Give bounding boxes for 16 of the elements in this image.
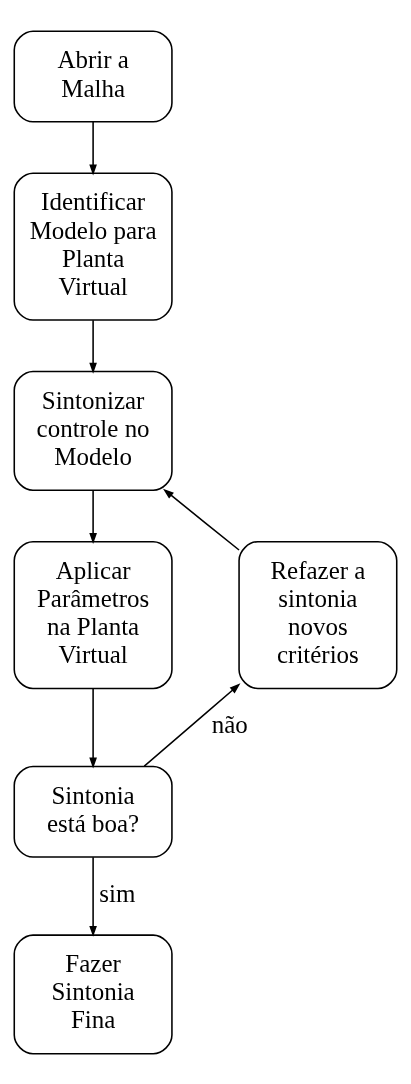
arrow — [163, 488, 240, 551]
node-box: Abrir a Malha — [13, 29, 173, 123]
arrow — [89, 488, 97, 544]
arrow — [89, 687, 97, 769]
node-box: Sintonia está boa? — [13, 765, 173, 858]
node-box: Fazer Sintonia Fina — [13, 933, 173, 1055]
node-box: Aplicar Parâmetros na Planta Virtual — [13, 540, 173, 689]
arrow — [89, 319, 97, 374]
node-box: Identificar Modelo para Planta Virtual — [13, 172, 173, 321]
node-box: Sintonizar controle no Modelo — [13, 370, 173, 491]
edge-label: não — [211, 710, 248, 738]
arrow — [89, 856, 97, 937]
arrow — [89, 120, 97, 175]
edge-label: sim — [99, 879, 136, 907]
node-box: Refazer a sintonia novos critérios — [238, 540, 398, 689]
arrow — [143, 682, 241, 767]
